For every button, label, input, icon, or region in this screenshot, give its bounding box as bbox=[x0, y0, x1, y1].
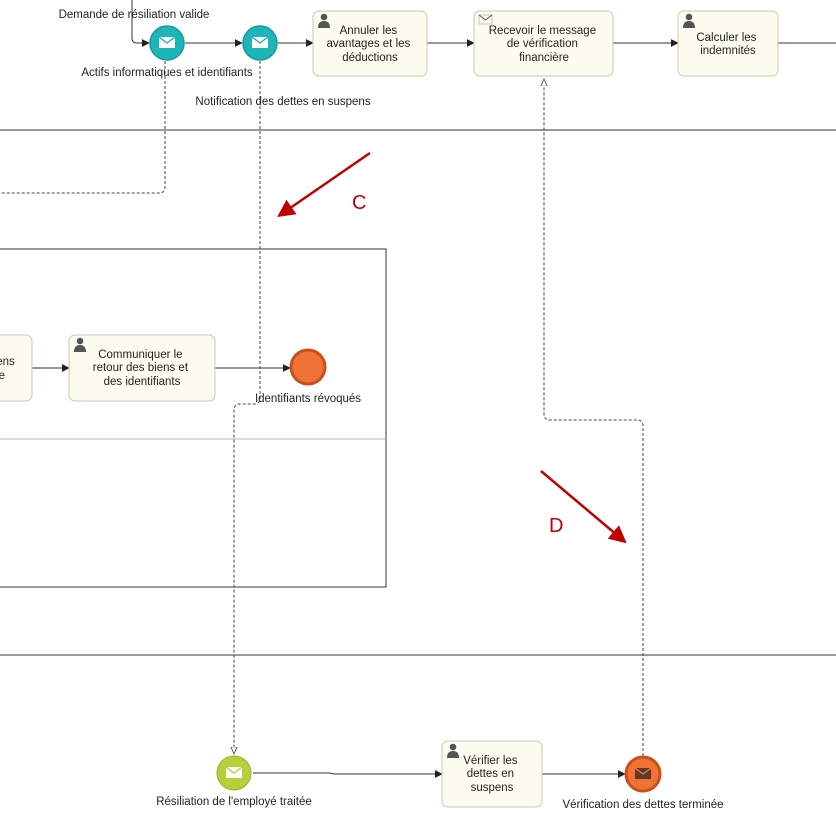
task-recevoir[interactable]: Recevoir le message de vérification fina… bbox=[473, 10, 614, 77]
task-recevoir-line3: financière bbox=[519, 52, 569, 64]
task-calculer[interactable]: Calculer les indemnités bbox=[677, 10, 779, 77]
message-flow-verification-to-recevoir bbox=[544, 79, 644, 756]
task-verifier-line3: suspens bbox=[471, 782, 514, 794]
resiliation-message-event[interactable] bbox=[216, 755, 252, 791]
envelope-icon bbox=[251, 36, 269, 48]
envelope-icon bbox=[158, 36, 176, 48]
subprocess-box bbox=[0, 248, 387, 588]
user-icon bbox=[447, 743, 459, 758]
resiliation-label: Résiliation de l'employé traitée bbox=[156, 796, 312, 808]
svg-text:Vérifier les dettes en: Vérifier les dettes en suspens bbox=[463, 755, 521, 794]
task-partial-line2: e bbox=[0, 370, 5, 382]
verification-end-event[interactable] bbox=[624, 755, 662, 793]
task-recevoir-line2: de vérification bbox=[507, 38, 578, 50]
user-icon bbox=[683, 13, 695, 28]
task-recevoir-line1: Recevoir le message bbox=[489, 25, 596, 37]
revoques-label: Identifiants révoqués bbox=[255, 393, 361, 405]
verification-label: Vérification des dettes terminée bbox=[562, 799, 723, 811]
svg-text:Calculer les indemnités: Calculer les indemnités bbox=[696, 32, 759, 57]
annotation-arrow-d bbox=[540, 470, 627, 544]
task-communiquer-line1: Communiquer le bbox=[98, 349, 182, 361]
annotation-c: C bbox=[352, 192, 366, 214]
user-icon bbox=[318, 13, 330, 28]
task-annuler-line2: avantages et les bbox=[327, 38, 411, 50]
task-annuler-line1: Annuler les bbox=[340, 25, 398, 37]
message-flow-actifs-to-lane bbox=[0, 61, 166, 194]
svg-text:Annuler les avantages et: Annuler les avantages et les déductions bbox=[327, 25, 414, 64]
actifs-message-event[interactable] bbox=[149, 25, 185, 61]
notification-message-event[interactable] bbox=[242, 25, 278, 61]
annotation-arrow-c bbox=[277, 151, 371, 217]
revoques-end-event[interactable] bbox=[289, 348, 327, 386]
svg-text:ens e: ens e bbox=[0, 356, 18, 382]
task-annuler-line3: déductions bbox=[342, 52, 398, 64]
svg-text:Communiquer le retour de: Communiquer le retour des biens et des i… bbox=[93, 349, 191, 388]
demande-label: Demande de résiliation valide bbox=[59, 9, 210, 21]
notification-label: Notification des dettes en suspens bbox=[195, 96, 370, 108]
annotation-d: D bbox=[549, 515, 563, 537]
task-verifier[interactable]: Vérifier les dettes en suspens bbox=[441, 740, 543, 808]
task-communiquer[interactable]: Communiquer le retour des biens et des i… bbox=[68, 334, 216, 402]
svg-text:Recevoir le message de v: Recevoir le message de vérification fina… bbox=[489, 25, 600, 64]
task-communiquer-line3: des identifiants bbox=[104, 376, 181, 388]
task-verifier-line2: dettes en bbox=[467, 768, 514, 780]
task-calculer-line1: Calculer les bbox=[696, 32, 756, 44]
sequence-flow-resiliation-verifier bbox=[253, 770, 443, 778]
envelope-icon bbox=[478, 14, 493, 25]
actifs-label: Actifs informatiques et identifiants bbox=[81, 67, 253, 79]
sequence-flow-into-actifs bbox=[131, 0, 150, 47]
user-icon bbox=[74, 337, 86, 352]
task-partial-left[interactable]: ens e bbox=[0, 334, 33, 402]
envelope-icon bbox=[634, 767, 652, 779]
task-partial-line1: ens bbox=[0, 356, 15, 368]
message-flow-notification-to-resiliation bbox=[234, 61, 261, 754]
task-annuler[interactable]: Annuler les avantages et les déductions bbox=[312, 10, 428, 77]
task-verifier-line1: Vérifier les bbox=[463, 755, 518, 767]
envelope-icon bbox=[225, 766, 243, 778]
task-calculer-line2: indemnités bbox=[700, 45, 756, 57]
task-communiquer-line2: retour des biens et bbox=[93, 362, 189, 374]
